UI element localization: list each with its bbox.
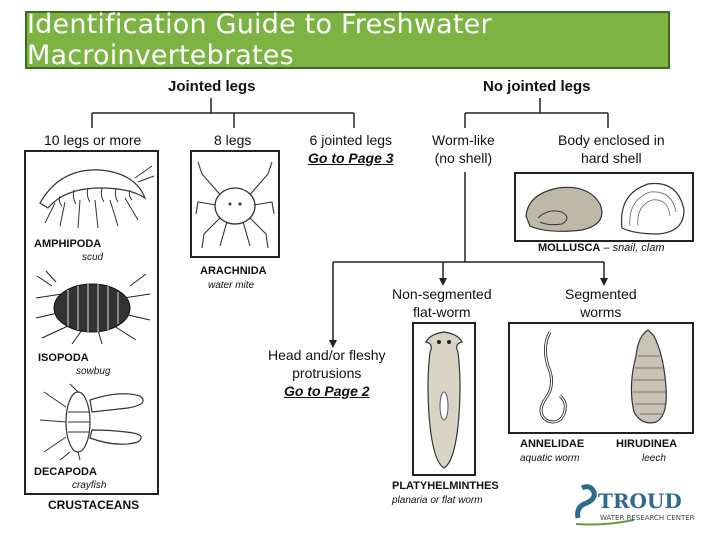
- stroud-logo-mark: TROUD WATER RESEARCH CENTER: [575, 484, 695, 526]
- decapoda-common: crayfish: [72, 480, 107, 491]
- page-title: Identification Guide to Freshwater Macro…: [27, 9, 492, 71]
- no-jointed-legs-header: No jointed legs: [483, 78, 591, 95]
- svg-text:TROUD: TROUD: [598, 489, 682, 513]
- crustaceans-box: [24, 150, 159, 495]
- mollusca-dash: –: [600, 242, 613, 254]
- head-text-1: Head and/or fleshy: [268, 347, 386, 363]
- head-text-2: protrusions: [292, 365, 362, 381]
- shell-text-2: hard shell: [580, 150, 642, 166]
- title-banner: Identification Guide to Freshwater Macro…: [25, 9, 670, 71]
- segmented-worms-box: [508, 322, 694, 434]
- annelidae-illustration: [539, 331, 567, 424]
- segmented-label: Segmented worms: [565, 285, 637, 321]
- jointed-legs-header: Jointed legs: [168, 78, 256, 95]
- platyhelminthes-illustration: [425, 331, 463, 469]
- eight-legs-label: 8 legs: [214, 132, 252, 148]
- mollusca-common: snail, clam: [612, 242, 665, 254]
- mollusca-name: MOLLUSCA: [538, 242, 601, 254]
- arachnida-common: water mite: [208, 280, 255, 291]
- isopoda-name: ISOPODA: [38, 352, 89, 364]
- platyhelminthes-common: planaria or flat worm: [392, 495, 483, 506]
- arachnida-illustration: [195, 161, 275, 249]
- worm-like-label: Worm-like (no shell): [432, 131, 495, 167]
- shell-text-1: Body enclosed in: [558, 132, 665, 148]
- svg-text:WATER RESEARCH CENTER: WATER RESEARCH CENTER: [600, 514, 695, 522]
- amphipoda-illustration: [39, 165, 155, 229]
- no-shell-text: (no shell): [434, 150, 493, 166]
- annelidae-name: ANNELIDAE: [520, 438, 585, 450]
- isopoda-illustration: [35, 270, 151, 345]
- goto-page-3-link[interactable]: Go to Page 3: [308, 150, 394, 166]
- mollusca-box: [514, 172, 694, 242]
- nonseg-text-1: Non-segmented: [392, 286, 492, 302]
- isopoda-common: sowbug: [76, 366, 111, 377]
- goto-page-2-link[interactable]: Go to Page 2: [283, 383, 370, 399]
- arachnida-box: [190, 150, 280, 258]
- seg-text-2: worms: [580, 304, 622, 320]
- six-legs-label: 6 jointed legs Go to Page 3: [308, 131, 394, 167]
- seg-text-1: Segmented: [565, 286, 637, 302]
- platyhelminthes-box: [412, 322, 476, 476]
- stroud-logo: TROUD WATER RESEARCH CENTER: [574, 478, 704, 528]
- shell-label: Body enclosed in hard shell: [558, 131, 665, 167]
- mollusca-label: MOLLUSCA – snail, clam: [538, 242, 665, 254]
- ten-legs-label: 10 legs or more: [44, 132, 142, 148]
- platyhelminthes-name: PLATYHELMINTHES: [392, 480, 499, 492]
- six-legs-text: 6 jointed legs: [309, 132, 393, 148]
- hirudinea-illustration: [630, 329, 667, 424]
- arachnida-name: ARACHNIDA: [200, 265, 267, 277]
- decapoda-illustration: [39, 383, 144, 461]
- amphipoda-common: scud: [82, 252, 104, 263]
- crustaceans-label: CRUSTACEANS: [48, 498, 140, 512]
- annelidae-common: aquatic worm: [520, 453, 580, 464]
- decapoda-name: DECAPODA: [34, 466, 97, 478]
- hirudinea-common: leech: [642, 453, 666, 464]
- amphipoda-name: AMPHIPODA: [34, 238, 102, 250]
- hirudinea-name: HIRUDINEA: [616, 438, 678, 450]
- worm-like-text: Worm-like: [432, 132, 495, 148]
- head-protrusions-label: Head and/or fleshy protrusions Go to Pag…: [268, 346, 386, 400]
- mollusca-illustration: [525, 182, 685, 235]
- nonseg-text-2: flat-worm: [413, 304, 471, 320]
- nonsegmented-label: Non-segmented flat-worm: [392, 285, 492, 321]
